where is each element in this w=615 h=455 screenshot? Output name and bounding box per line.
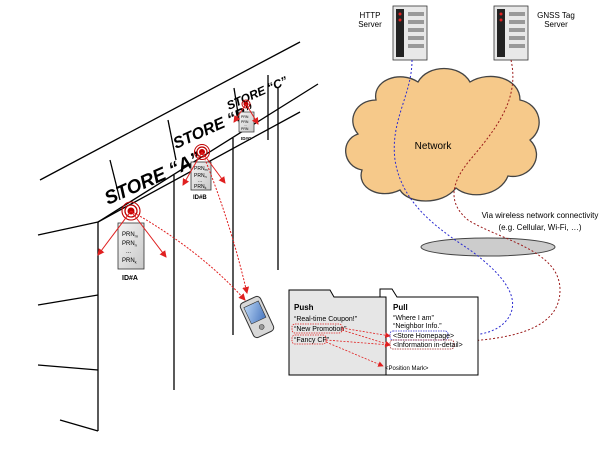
store-facade (37, 41, 319, 432)
http-server-label-1: HTTP (360, 11, 381, 20)
push-tab: Push (294, 303, 314, 312)
network-label: Network (415, 141, 453, 152)
pull-detail-highlight (389, 339, 455, 350)
store-b-id: ID#B (193, 195, 207, 201)
store-b-tag: PRNm PRNn ... PRNk ID#B (190, 144, 212, 201)
store-a-prn-1: PRNm (122, 232, 139, 239)
store-a-title: STORE “A” (101, 148, 204, 209)
beacon-arrows (97, 103, 259, 301)
store-c-id: ID#C (241, 136, 252, 141)
store-a-prn-plate (117, 222, 145, 270)
push-item-promotion: “New Promotion” (294, 326, 347, 333)
http-server-icon (392, 5, 428, 61)
gnss-tag-server-icon (493, 5, 529, 61)
pull-panel (379, 288, 479, 376)
http-server-label-2: Server (358, 20, 382, 29)
store-a-dots: ... (126, 249, 131, 255)
network-cloud (345, 68, 540, 202)
store-c-prn-3: PRN (241, 127, 249, 131)
pull-item-neighbor: “Neighbor Info.” (393, 323, 442, 330)
gnss-server-label-1: GNSS Tag (537, 11, 575, 20)
wireless-link (420, 237, 556, 257)
gnss-server-label-2: Server (544, 20, 568, 29)
store-b-prn-3: PRNk (194, 184, 207, 190)
store-a-tag: PRNm PRNn ... PRNk ID#A (117, 201, 145, 282)
store-b-dots: ... (198, 178, 202, 184)
pull-item-homepage: <Store Homepage> (393, 333, 454, 340)
pull-tab: Pull (393, 303, 408, 312)
store-c-prn-2: PRN (241, 120, 249, 124)
pull-item-detail: <Information in-detail> (393, 342, 463, 349)
push-panel (288, 289, 387, 376)
wireless-label-2: (e.g. Cellular, Wi-Fi, …) (498, 223, 581, 232)
position-mark-label: <Position Mark> (385, 366, 429, 372)
push-fancy-highlight (291, 334, 327, 345)
store-c-dots: ... (244, 123, 247, 127)
gnss-link-red (449, 59, 561, 343)
http-link-blue (393, 59, 514, 336)
wireless-label-1: Via wireless network connectivity (482, 211, 599, 220)
store-c-prn-1: PRN (241, 115, 249, 119)
push-item-fancy: “Fancy CF” (294, 337, 330, 344)
mobile-phone-icon (239, 295, 275, 339)
store-b-prn-2: PRNn (194, 173, 207, 179)
store-b-prn-1: PRNm (194, 166, 208, 172)
push-pull-arrows (325, 327, 391, 367)
store-a-prn-3: PRNk (122, 258, 137, 265)
push-promotion-highlight (291, 323, 343, 334)
store-a-id: ID#A (122, 275, 138, 282)
pull-item-where: “Where I am” (393, 315, 435, 322)
push-item-coupon: “Real-time Coupon!” (294, 316, 358, 323)
store-a-prn-2: PRNn (122, 241, 137, 248)
